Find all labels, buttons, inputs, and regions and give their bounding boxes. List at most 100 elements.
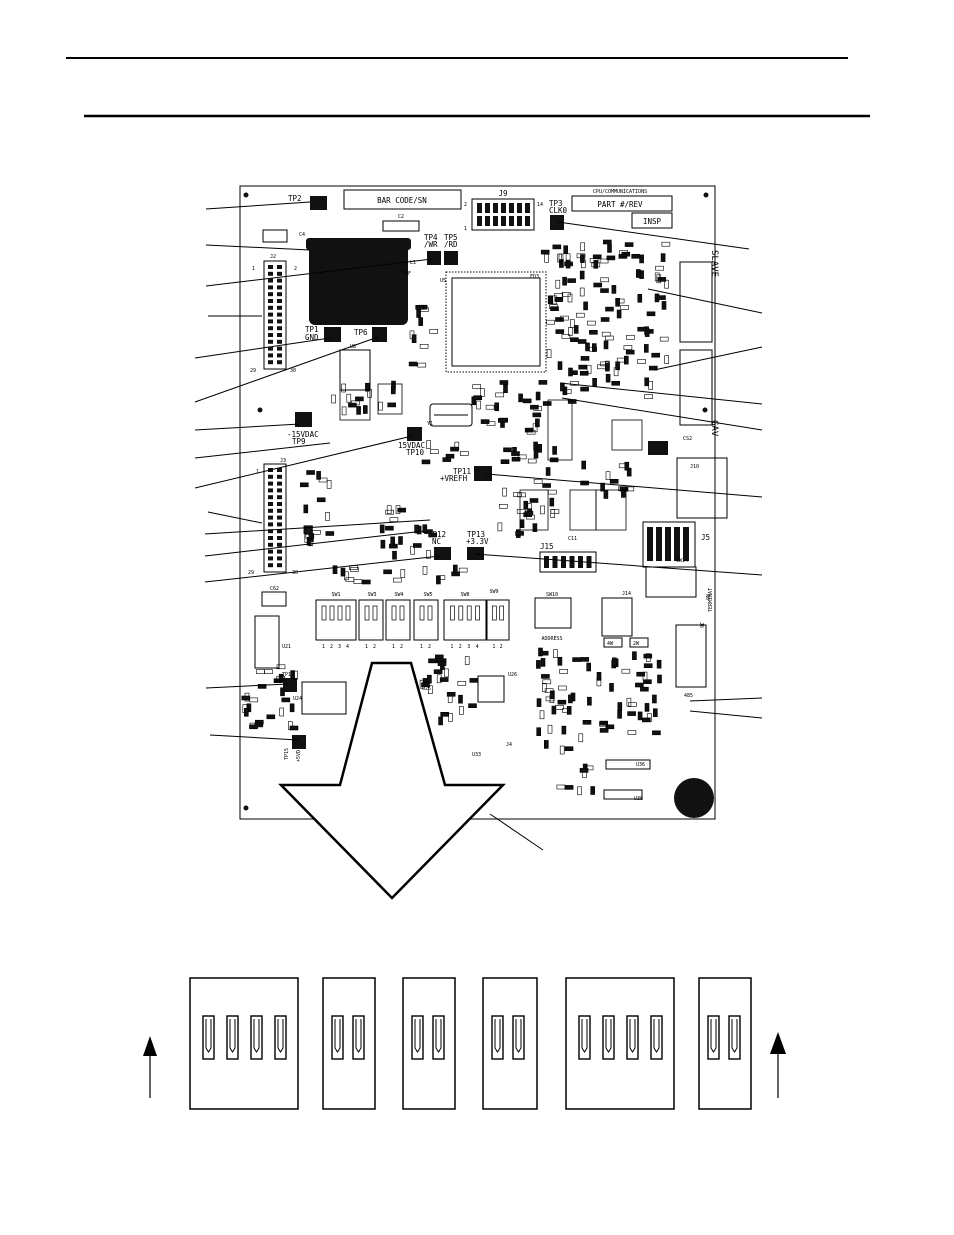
smd-component (644, 394, 653, 399)
dip-switch-pin-label: 1 (450, 644, 453, 650)
smd-component (353, 579, 363, 584)
smd-component (412, 543, 422, 548)
enlarged-switch-actuator (731, 1019, 738, 1053)
header-pin (268, 522, 273, 527)
ic-outline (569, 489, 597, 531)
smd-component (568, 367, 573, 377)
smd-component (558, 685, 567, 691)
smd-component (249, 724, 258, 730)
sw4-label: SW4 (394, 592, 403, 598)
smd-component (290, 670, 295, 679)
smd-component (578, 364, 588, 370)
smd-component (659, 336, 669, 342)
j6-label: J6 (698, 622, 704, 628)
dip-switch-actuator (419, 605, 425, 621)
enlarged-switch-actuator (355, 1019, 362, 1053)
header-pin (268, 346, 273, 351)
u36-label: U36 (636, 762, 645, 768)
barcode-label: BAR CODE/SN (377, 196, 427, 205)
smd-component (421, 459, 431, 465)
leader-u9 (204, 530, 425, 557)
mounting-hole (702, 407, 708, 413)
dip-switch-pin-label: 1 (322, 644, 325, 650)
smd-component (646, 311, 656, 317)
smd-component (511, 451, 520, 456)
board-title: CPU/COMMUNICATIONS (593, 189, 647, 195)
smd-component (362, 405, 368, 414)
smd-component (480, 419, 490, 424)
smd-component (615, 361, 620, 371)
tp3-label: TP3 (549, 199, 563, 208)
header-pin (277, 299, 282, 303)
j9-pin2: 2 (464, 202, 467, 208)
tp3-signal: CLK0 (549, 206, 568, 215)
sw3-label: SW3 (367, 592, 376, 598)
enlarged-switch-actuator (605, 1019, 612, 1053)
slave-connector-2 (679, 349, 713, 426)
u26-chip (477, 675, 505, 703)
smd-component (563, 245, 569, 254)
on-label: ON (706, 594, 712, 600)
header-pin (277, 529, 282, 534)
j3-pin30: 30 (292, 570, 298, 576)
smd-component (624, 461, 630, 471)
smd-component (536, 727, 542, 737)
smd-component (644, 377, 650, 387)
tp10-pad (407, 427, 422, 441)
sw14-label: SW14 (676, 558, 688, 564)
smd-component (605, 335, 614, 341)
smd-component (625, 349, 635, 355)
j15-pin (561, 556, 566, 568)
header-pin (277, 265, 282, 269)
u24-chip (301, 681, 347, 715)
smd-component (458, 694, 463, 704)
smd-component (511, 456, 521, 462)
smd-component (570, 319, 575, 328)
smd-component (350, 567, 359, 572)
tp5-pad (444, 251, 458, 265)
dip-switch-pin-label: 2 (330, 644, 333, 650)
smd-component (305, 533, 315, 539)
header-pin (268, 339, 273, 344)
enlarged-switch-slot (650, 1015, 663, 1060)
tp3-pad (550, 215, 564, 230)
header-pin (268, 353, 273, 358)
ic-outline (339, 389, 371, 421)
j2-pin29: 29 (250, 368, 256, 374)
smd-component (550, 690, 555, 700)
header-pin (277, 285, 282, 290)
smd-component (615, 298, 625, 304)
enlarged-switch-actuator (253, 1019, 260, 1053)
callout-leaders (194, 201, 763, 851)
smd-component (565, 259, 571, 269)
smd-component (378, 401, 383, 411)
header-pin (277, 522, 282, 527)
dip-switch-actuator (337, 605, 343, 621)
smd-component (615, 297, 620, 307)
smd-component (643, 663, 653, 669)
smd-component (600, 277, 609, 283)
smd-component (533, 441, 538, 451)
header-pin (277, 333, 282, 337)
smd-component (605, 306, 614, 312)
w2-box (629, 637, 649, 648)
tp15-signal: +5VD (296, 750, 302, 762)
smd-component (332, 565, 338, 575)
smd-component (600, 317, 610, 322)
smd-component (607, 244, 612, 253)
smd-component (637, 293, 643, 303)
smd-component (385, 509, 395, 515)
c4-cap (262, 229, 288, 243)
smd-component (664, 279, 669, 289)
header-pin (268, 299, 273, 303)
tp14-pad (283, 678, 297, 692)
u39-chip (603, 789, 643, 800)
smd-component (643, 344, 649, 353)
header-pin (268, 271, 273, 276)
dip-switch-actuator (491, 605, 497, 621)
header-pin (268, 495, 273, 500)
dip-switch-actuator (345, 605, 351, 621)
fd3-label: FD3 (530, 274, 539, 280)
smd-component (529, 498, 539, 503)
part-rev-box (571, 195, 673, 212)
